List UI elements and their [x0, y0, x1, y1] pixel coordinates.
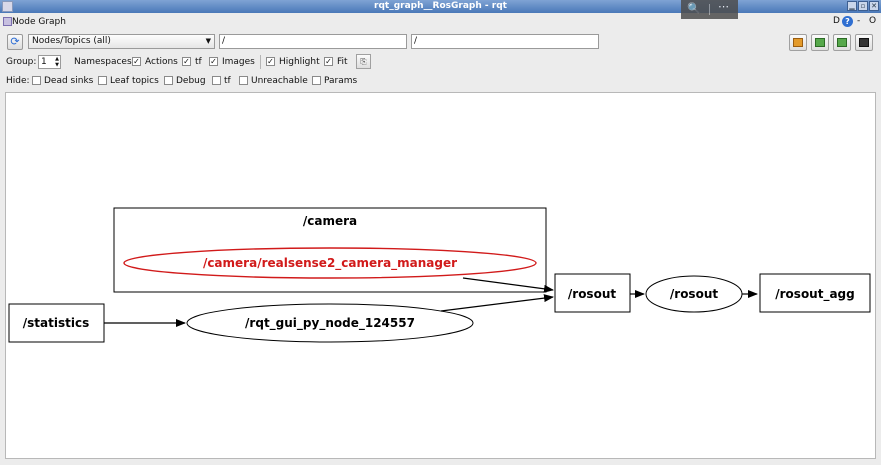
hide-tf-label: tf	[224, 76, 231, 86]
images-label: Images	[222, 57, 255, 67]
graph-mode-select[interactable]: Nodes/Topics (all) ▼	[28, 34, 215, 49]
camera-group-box[interactable]	[113, 207, 547, 293]
fit-label: Fit	[337, 57, 348, 67]
window-title: rqt_graph__RosGraph - rqt	[374, 1, 507, 11]
rosout-agg-label: /rosout_agg	[775, 287, 855, 302]
minimize-button[interactable]: ▁	[847, 1, 857, 11]
dock-titlebar: Node Graph D ? - O	[0, 14, 881, 30]
leaf-topics-label: Leaf topics	[110, 76, 159, 86]
params-label: Params	[324, 76, 358, 86]
statistics-topic-box[interactable]	[8, 303, 105, 343]
group-spinbox[interactable]: 1 ▲▼	[38, 55, 61, 69]
folder-icon	[793, 38, 803, 47]
dock-close-button[interactable]: O	[869, 16, 877, 26]
include-filter-input[interactable]: /	[219, 34, 407, 49]
refresh-icon: ⟳	[10, 35, 20, 48]
save-image-button[interactable]	[855, 34, 873, 51]
maximize-button[interactable]: ▫	[858, 1, 868, 11]
load-dot-button[interactable]	[789, 34, 807, 51]
dock-float-button[interactable]: -	[857, 16, 861, 26]
fit-in-view-button[interactable]: ⎘	[356, 54, 371, 69]
save-icon	[815, 38, 825, 47]
graph-svg: /camera /camera/realsense2_camera_manage…	[8, 207, 871, 343]
debug-label: Debug	[176, 76, 206, 86]
actions-label: Actions	[145, 57, 178, 67]
camera-group-label: /camera	[303, 214, 357, 228]
hide-row: Hide: Dead sinks Leaf topics Debug tf Un…	[0, 73, 881, 89]
window-titlebar: rqt_graph__RosGraph - rqt ▁ ▫ ✕	[0, 0, 881, 13]
dock-d-button[interactable]: D	[833, 16, 840, 26]
options-row: Group: 1 ▲▼ Namespaces ✓ Actions ✓ tf ✓ I…	[0, 53, 881, 71]
save-dot-button[interactable]	[811, 34, 829, 51]
rosout-agg-topic-box[interactable]	[759, 273, 871, 313]
node-graph-icon	[3, 17, 12, 26]
dead-sinks-label: Dead sinks	[44, 76, 94, 86]
close-button[interactable]: ✕	[869, 1, 879, 11]
help-icon[interactable]: ?	[842, 16, 853, 27]
namespaces-label: Namespaces	[74, 57, 132, 67]
actions-checkbox[interactable]: ✓	[132, 57, 141, 66]
fit-view-icon: ⎘	[360, 57, 367, 66]
rosout-topic-label: /rosout	[568, 287, 616, 301]
zoom-overlay: 🔍 ⋯	[681, 0, 738, 19]
fit-checkbox[interactable]: ✓	[324, 57, 333, 66]
edge-camera-to-rosout	[462, 277, 554, 293]
save-image-icon	[837, 38, 847, 47]
unreachable-checkbox[interactable]	[239, 76, 248, 85]
highlight-checkbox[interactable]: ✓	[266, 57, 275, 66]
more-options-icon[interactable]: ⋯	[718, 0, 729, 13]
exclude-filter-input[interactable]: /	[411, 34, 599, 49]
edge-rqt-to-rosout	[440, 294, 554, 312]
rqt-gui-node-label: /rqt_gui_py_node_124557	[245, 316, 415, 331]
zoom-divider	[709, 4, 710, 15]
group-value: 1	[41, 57, 47, 67]
hide-label: Hide:	[6, 76, 30, 86]
chevron-down-icon: ▼	[205, 37, 211, 45]
leaf-topics-checkbox[interactable]	[98, 76, 107, 85]
save-svg-button[interactable]	[833, 34, 851, 51]
unreachable-label: Unreachable	[251, 76, 308, 86]
images-checkbox[interactable]: ✓	[209, 57, 218, 66]
refresh-button[interactable]: ⟳	[7, 34, 23, 50]
tf-label: tf	[195, 57, 202, 67]
rosout-node-label: /rosout	[670, 287, 718, 301]
tf-checkbox[interactable]: ✓	[182, 57, 191, 66]
dock-title: Node Graph	[12, 17, 66, 27]
zoom-in-icon[interactable]: 🔍	[687, 2, 701, 15]
dead-sinks-checkbox[interactable]	[32, 76, 41, 85]
toolbar-separator	[260, 55, 261, 69]
screen-icon	[859, 38, 869, 47]
graph-mode-value: Nodes/Topics (all)	[32, 36, 111, 46]
main-toolbar: ⟳ Nodes/Topics (all) ▼ / /	[0, 32, 881, 52]
debug-checkbox[interactable]	[164, 76, 173, 85]
camera-manager-label: /camera/realsense2_camera_manager	[203, 256, 457, 271]
highlight-label: Highlight	[279, 57, 320, 67]
spin-arrows-icon: ▲▼	[55, 56, 59, 68]
graph-canvas[interactable]: /camera /camera/realsense2_camera_manage…	[5, 92, 876, 459]
app-icon	[2, 1, 13, 12]
params-checkbox[interactable]	[312, 76, 321, 85]
camera-manager-node[interactable]	[123, 247, 537, 279]
statistics-label: /statistics	[23, 316, 89, 330]
rosout-node[interactable]	[645, 275, 743, 313]
group-label: Group:	[6, 57, 37, 67]
rosout-topic-box[interactable]	[554, 273, 631, 313]
rqt-gui-node[interactable]	[186, 303, 474, 343]
hide-tf-checkbox[interactable]	[212, 76, 221, 85]
